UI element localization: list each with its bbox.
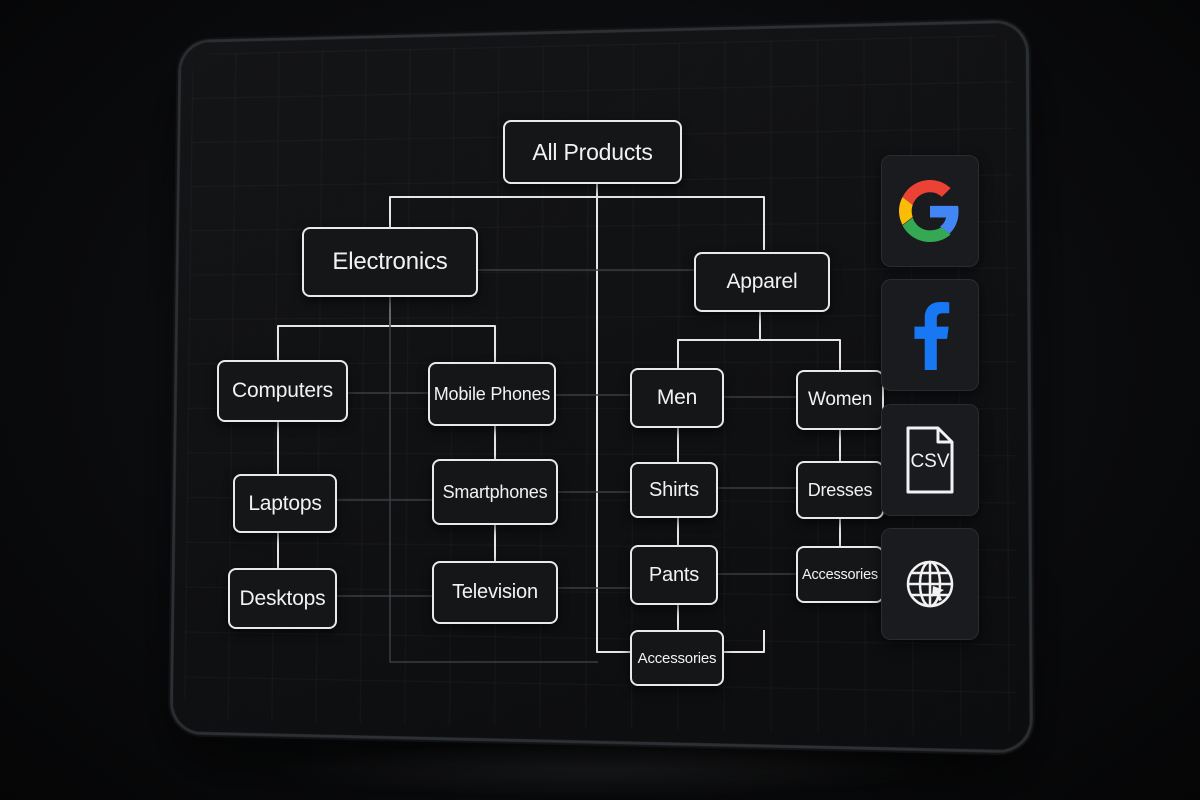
node-desktops[interactable]: Desktops (228, 568, 337, 629)
node-pants[interactable]: Pants (630, 545, 718, 605)
csv-tile[interactable]: CSV (881, 404, 979, 516)
node-electronics[interactable]: Electronics (302, 227, 478, 297)
node-shirts[interactable]: Shirts (630, 462, 718, 518)
google-tile[interactable] (881, 155, 979, 267)
floor-reflection (240, 740, 960, 800)
node-men[interactable]: Men (630, 368, 724, 428)
node-television[interactable]: Television (432, 561, 558, 624)
node-all-products[interactable]: All Products (503, 120, 682, 184)
node-apparel[interactable]: Apparel (694, 252, 830, 312)
facebook-tile[interactable] (881, 279, 979, 391)
csv-file-icon (906, 426, 954, 494)
node-computers[interactable]: Computers (217, 360, 348, 422)
facebook-icon (914, 301, 950, 370)
node-dresses[interactable]: Dresses (796, 461, 884, 519)
google-icon (899, 180, 959, 242)
node-mobile-phones[interactable]: Mobile Phones (428, 362, 556, 426)
node-shared-accessories[interactable]: Accessories (630, 630, 724, 686)
node-women-accessories[interactable]: Accessories (796, 546, 884, 603)
globe-icon (906, 560, 954, 608)
node-smartphones[interactable]: Smartphones (432, 459, 558, 525)
globe-tile[interactable] (881, 528, 979, 640)
node-laptops[interactable]: Laptops (233, 474, 337, 533)
csv-label: CSV (910, 451, 950, 472)
node-women[interactable]: Women (796, 370, 884, 430)
